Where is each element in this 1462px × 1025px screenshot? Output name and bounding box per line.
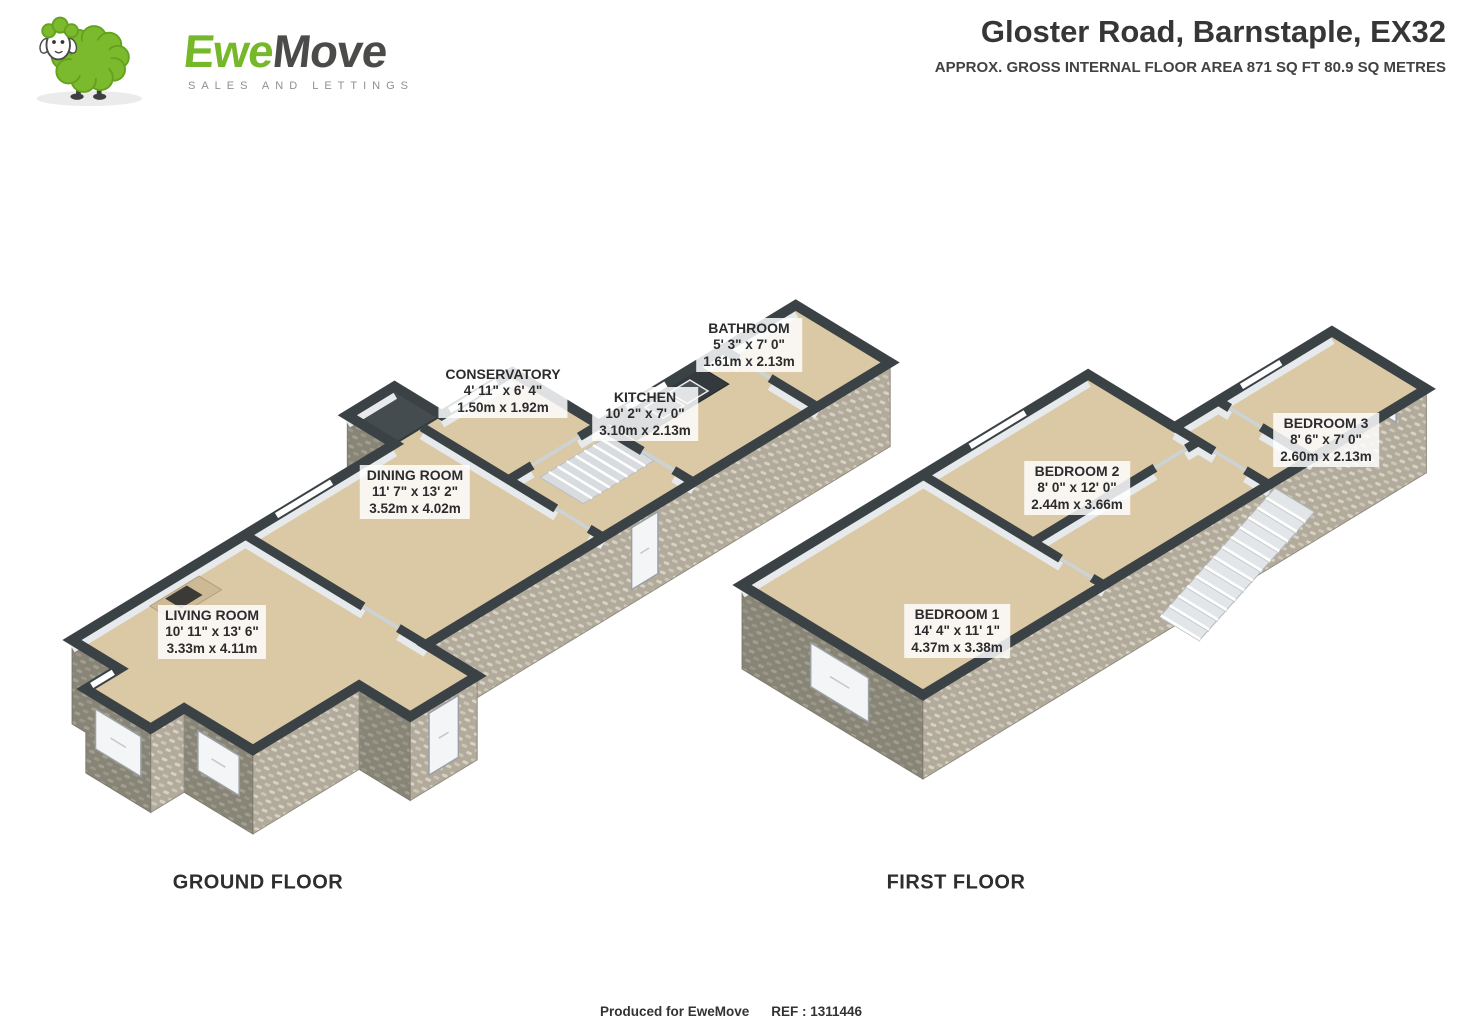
room-label-living-room: LIVING ROOM 10' 11" x 13' 6" 3.33m x 4.1… xyxy=(157,604,267,660)
room-label-dining-room: DINING ROOM 11' 7" x 13' 2" 3.52m x 4.02… xyxy=(359,464,471,520)
brand-wordmark: EweMove xyxy=(181,25,390,77)
sheep-icon xyxy=(36,16,142,107)
footer-produced: Produced for EweMove xyxy=(599,1004,750,1019)
page-title: Gloster Road, Barnstaple, EX32 xyxy=(980,14,1446,49)
first-floor-label: FIRST FLOOR xyxy=(886,871,1026,894)
brand-tagline: SALES AND LETTINGS xyxy=(188,80,414,92)
room-label-conservatory: CONSERVATORY 4' 11" x 6' 4" 1.50m x 1.92… xyxy=(438,363,568,419)
floor-area-subtitle: APPROX. GROSS INTERNAL FLOOR AREA 871 SQ… xyxy=(934,59,1446,76)
room-label-bedroom-3: BEDROOM 3 8' 6" x 7' 0" 2.60m x 2.13m xyxy=(1273,412,1379,468)
room-label-bedroom-2: BEDROOM 2 8' 0" x 12' 0" 2.44m x 3.66m xyxy=(1024,460,1130,516)
ewemove-logo: EweMove SALES AND LETTINGS xyxy=(14,6,414,112)
room-label-bathroom: BATHROOM 5' 3" x 7' 0" 1.61m x 2.13m xyxy=(696,317,802,373)
footer-ref: REF : 1311446 xyxy=(771,1004,863,1019)
footer: Produced for EweMove REF : 1311446 xyxy=(0,1004,1462,1019)
room-label-kitchen: KITCHEN 10' 2" x 7' 0" 3.10m x 2.13m xyxy=(592,386,698,442)
ground-floor-label: GROUND FLOOR xyxy=(172,871,344,894)
room-label-bedroom-1: BEDROOM 1 14' 4" x 11' 1" 4.37m x 3.38m xyxy=(904,603,1010,659)
